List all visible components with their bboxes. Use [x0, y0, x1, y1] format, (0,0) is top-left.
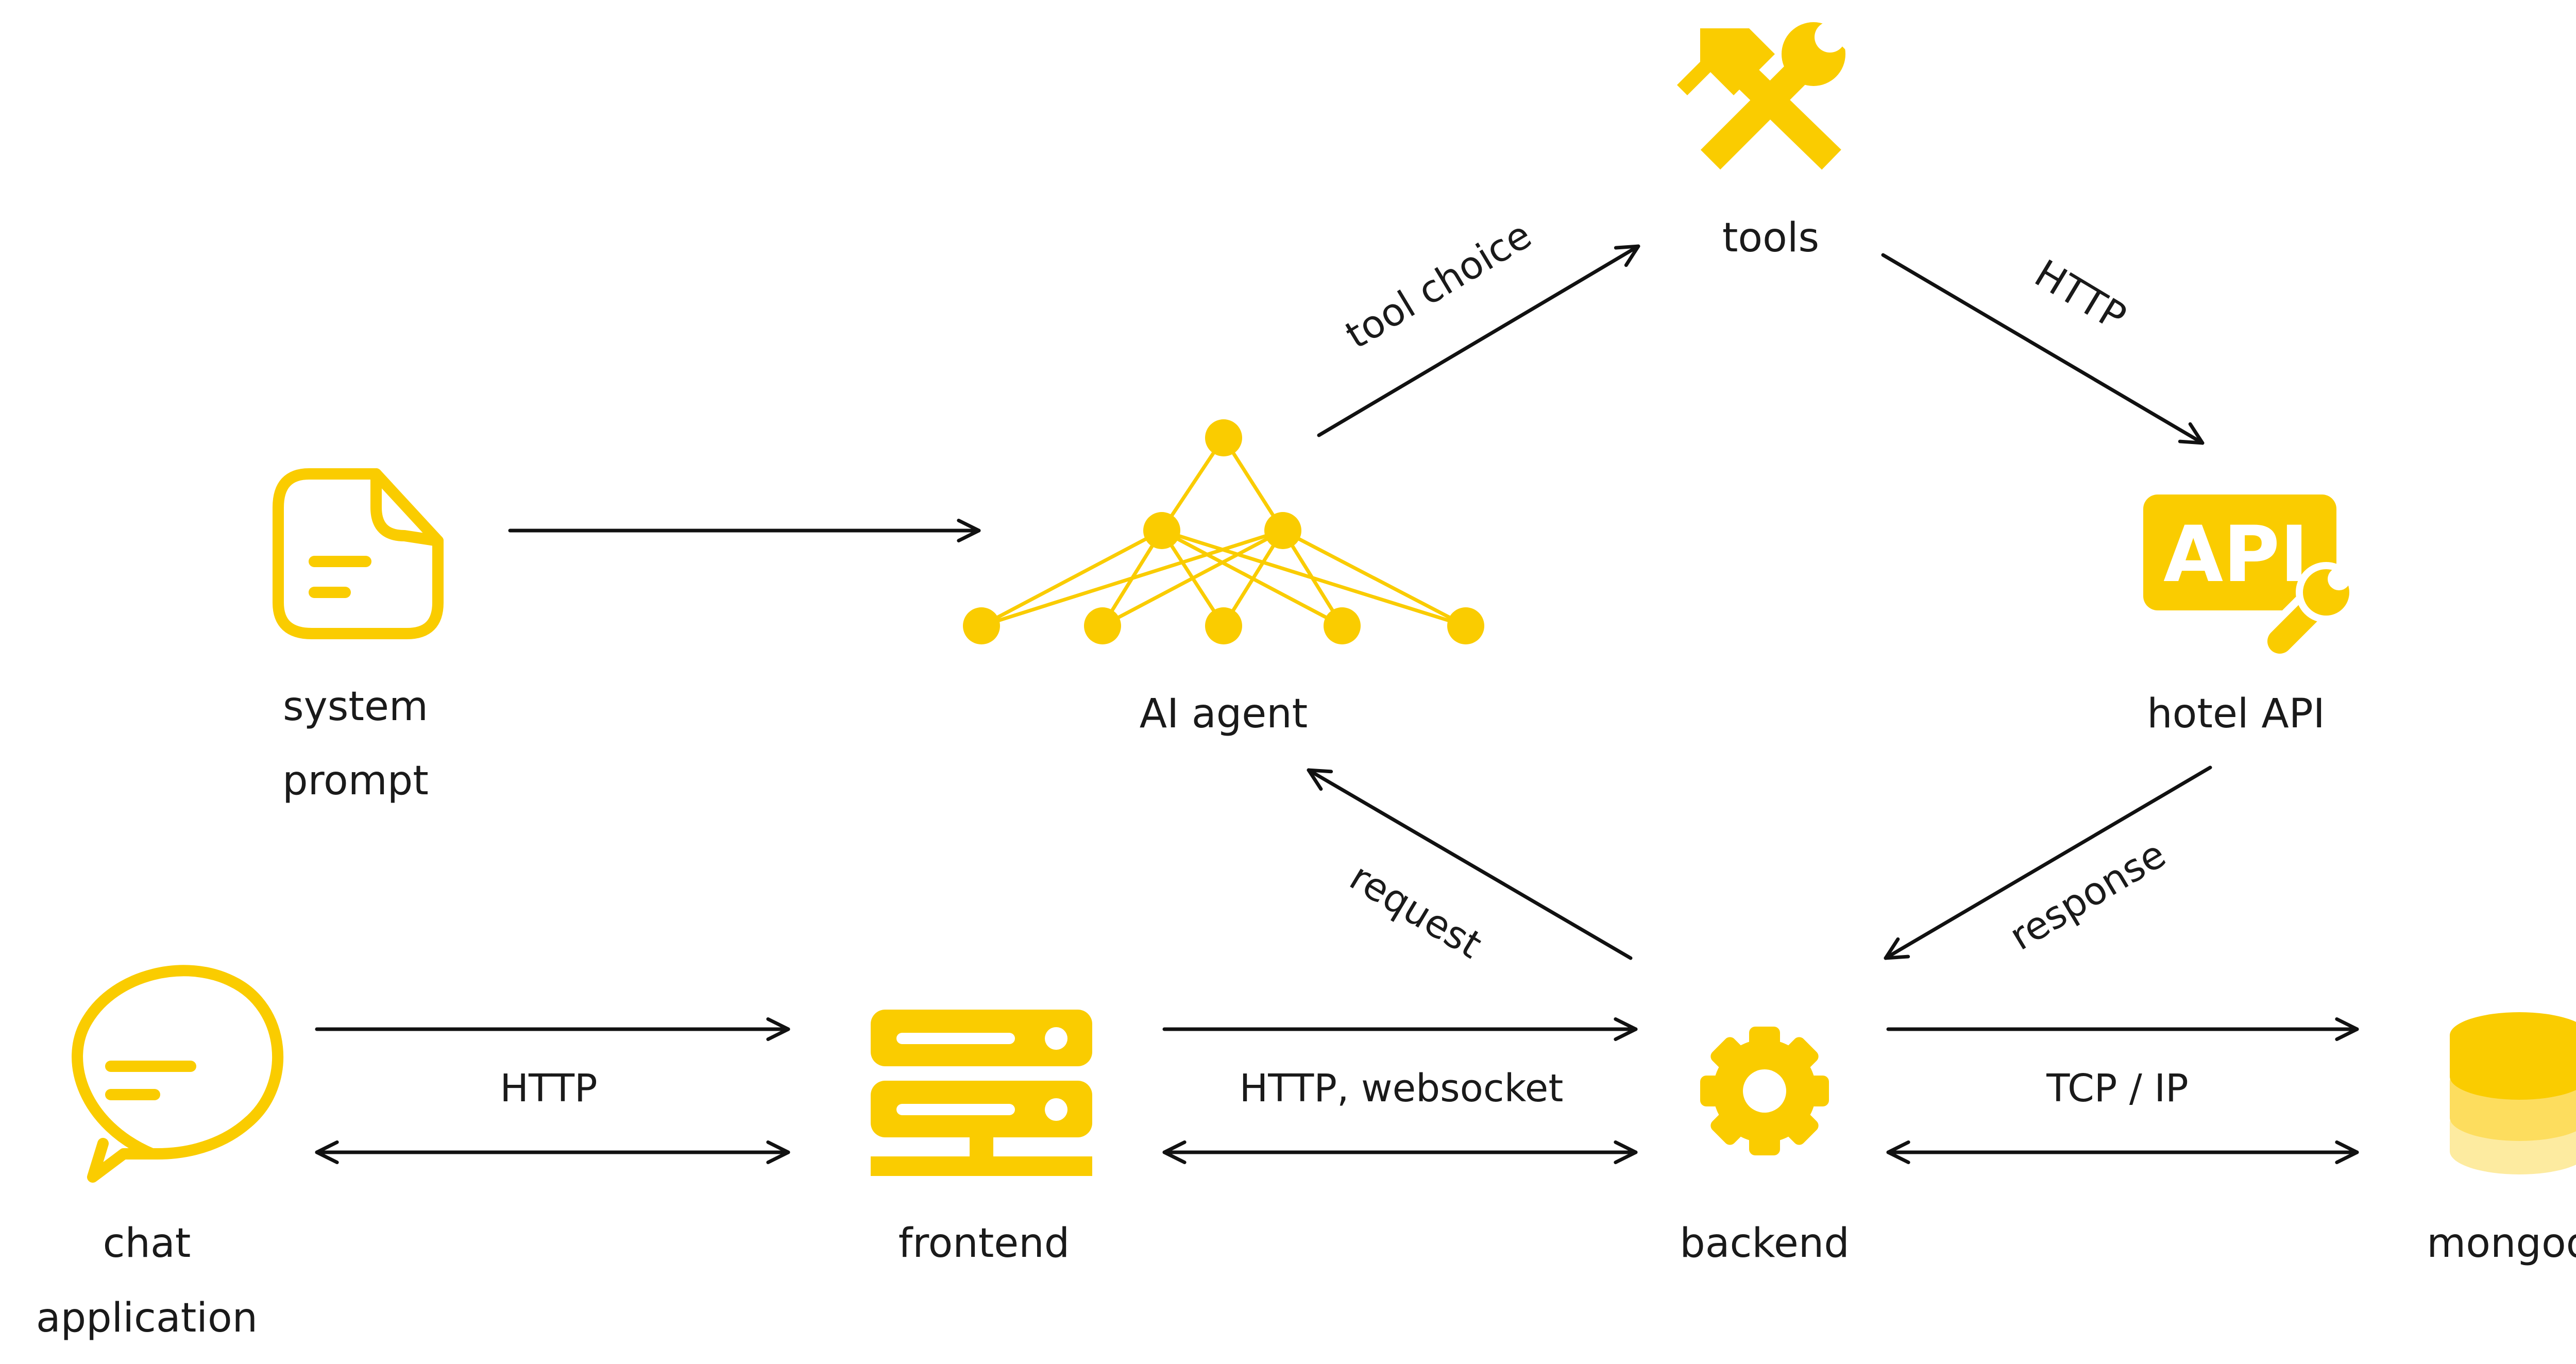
ai-agent-label: AI agent	[1140, 691, 1308, 737]
svg-text:API: API	[2163, 510, 2309, 600]
mongodb-label: mongodb	[2427, 1220, 2576, 1267]
gear-icon	[1700, 1027, 1829, 1155]
chat-application-label-line2: application	[36, 1295, 258, 1341]
chat-bubble-icon	[72, 965, 284, 1183]
node-system-prompt: system prompt	[273, 468, 444, 804]
system-prompt-label-line2: prompt	[282, 758, 429, 804]
arrow-hotel-api-to-backend	[1884, 765, 2212, 960]
node-tools: tools	[1677, 13, 1877, 261]
node-hotel-api: API hotel API	[2143, 495, 2357, 737]
edge-label-request: request	[1342, 855, 1489, 967]
database-icon	[2450, 1012, 2576, 1174]
node-frontend: frontend	[871, 1010, 1092, 1267]
chat-application-label-line1: chat	[103, 1220, 191, 1267]
arrow-agent-to-tools	[1317, 244, 1640, 437]
edge-label-tool-choice: tool choice	[1338, 213, 1539, 357]
arrow-backend-to-agent	[1307, 768, 1633, 960]
hotel-api-label: hotel API	[2147, 691, 2325, 737]
neural-network-icon	[963, 419, 1484, 644]
backend-label: backend	[1680, 1220, 1850, 1267]
frontend-label: frontend	[899, 1220, 1070, 1267]
hammer-wrench-icon	[1677, 13, 1877, 170]
api-icon: API	[2143, 495, 2357, 661]
edge-label-http-websocket: HTTP, websocket	[1240, 1066, 1564, 1111]
node-ai-agent: AI agent	[963, 419, 1484, 737]
server-icon	[871, 1010, 1092, 1176]
edge-label-tcp-ip: TCP / IP	[2046, 1066, 2189, 1111]
system-prompt-label-line1: system	[283, 684, 428, 730]
document-icon	[273, 468, 444, 639]
edge-label-response: response	[2002, 832, 2173, 959]
arrow-tools-to-hotel-api	[1881, 253, 2205, 445]
edge-label-http-chat: HTTP	[500, 1066, 597, 1111]
node-chat-application: chat application	[36, 965, 284, 1341]
node-backend: backend	[1680, 1027, 1850, 1267]
tools-label: tools	[1722, 215, 1819, 261]
edge-label-http-tools: HTTP	[2027, 251, 2134, 339]
node-mongodb: mongodb	[2427, 1012, 2576, 1267]
